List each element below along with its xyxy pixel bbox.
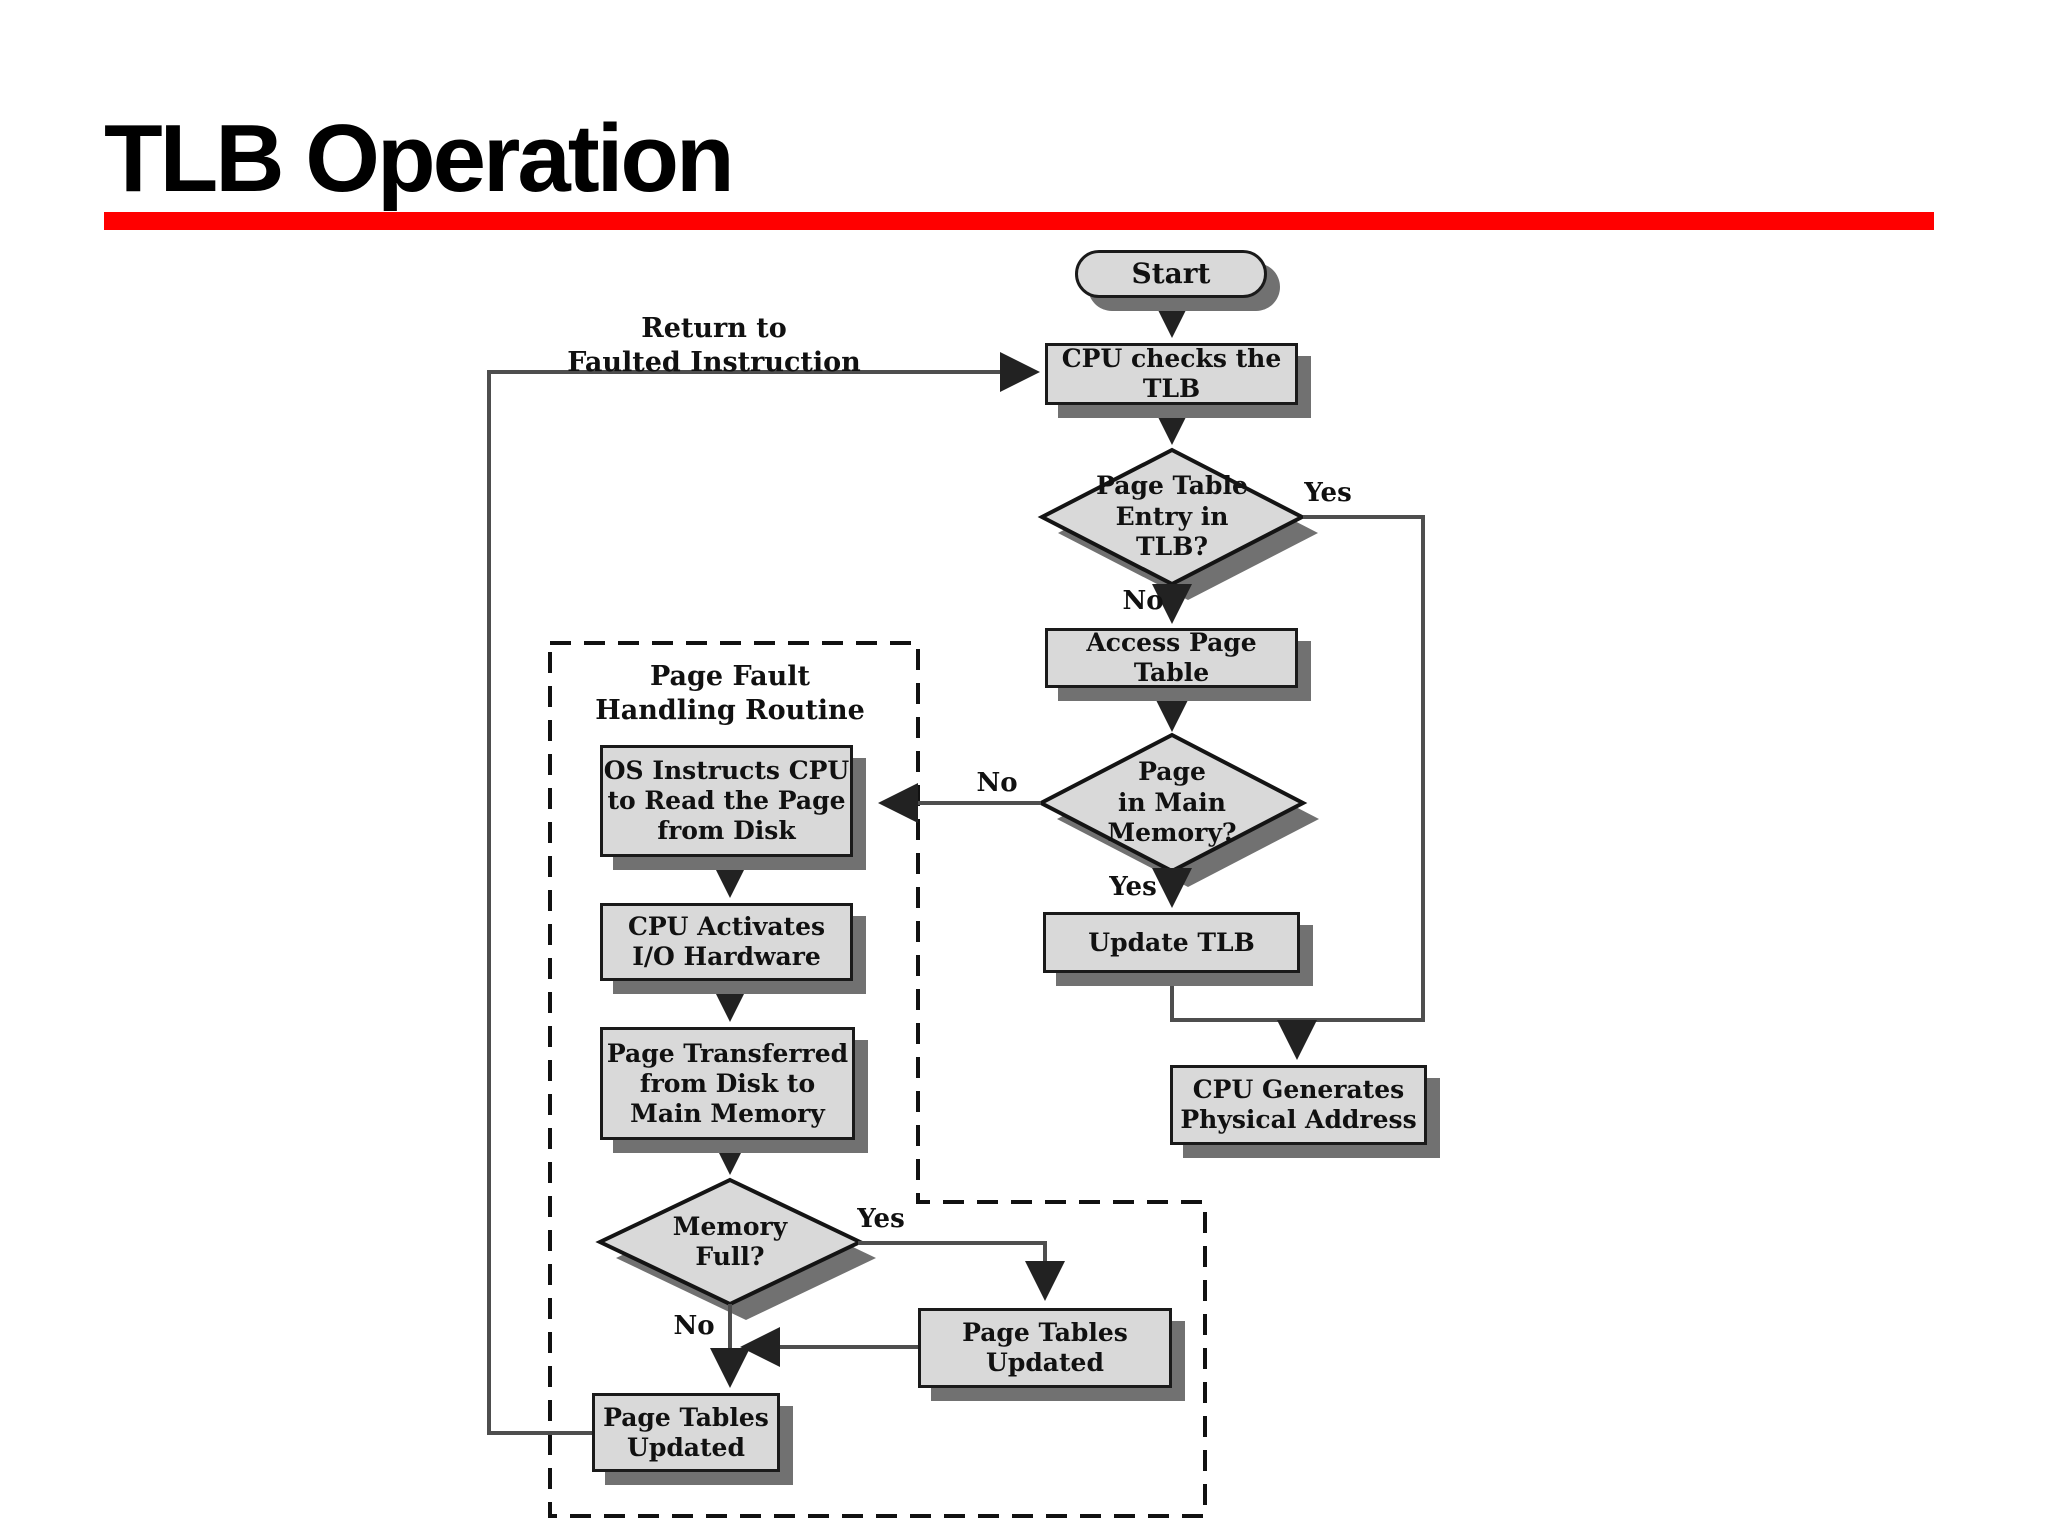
node-label: Update TLB	[1088, 927, 1255, 957]
diamond-label-memory-full: Memory Full?	[630, 1206, 830, 1278]
page-title: TLB Operation	[104, 105, 735, 212]
connector-full-yes	[858, 1241, 1065, 1301]
branch-no-memory-full: No	[673, 1311, 715, 1341]
caption-return-to-faulted-instruction: Return to Faulted Instruction	[564, 312, 864, 380]
node-cpu-activates-io: CPU Activates I/O Hardware	[600, 903, 853, 981]
branch-yes-tlb: Yes	[1304, 478, 1352, 508]
node-label: Updated	[627, 1432, 745, 1462]
diamond-label-line: Memory	[672, 1211, 788, 1241]
diamond-label-page-in-main-memory: Page in Main Memory?	[1072, 753, 1272, 853]
node-os-instructs-cpu: OS Instructs CPU to Read the Page from D…	[600, 745, 853, 857]
caption-line: Return to	[641, 313, 787, 344]
node-label: OS Instructs CPU	[603, 756, 850, 785]
node-label: Main Memory	[630, 1098, 825, 1128]
node-label: to Read the Page	[607, 786, 846, 815]
caption-page-fault-handling-routine: Page Fault Handling Routine	[580, 660, 880, 728]
node-cpu-generates-physical-address: CPU Generates Physical Address	[1170, 1065, 1427, 1145]
node-label: from Disk	[657, 816, 796, 845]
caption-line: Handling Routine	[595, 694, 865, 726]
node-label: Physical Address	[1180, 1105, 1417, 1134]
caption-line: Faulted Instruction	[567, 346, 861, 378]
branch-no-tlb: No	[1122, 586, 1164, 616]
node-label: Page Tables	[603, 1402, 769, 1432]
title-rule	[104, 212, 1934, 230]
node-label: I/O Hardware	[632, 942, 821, 971]
node-page-transferred: Page Transferred from Disk to Main Memor…	[600, 1027, 855, 1140]
branch-no-main-memory: No	[976, 768, 1018, 798]
node-access-page-table: Access Page Table	[1045, 628, 1298, 688]
node-label: CPU Generates	[1192, 1075, 1405, 1104]
branch-yes-main-memory: Yes	[1109, 872, 1157, 902]
node-page-tables-updated-bottom: Page Tables Updated	[592, 1393, 780, 1472]
diamond-label-line: in Main	[1118, 787, 1226, 817]
node-label: CPU checks the TLB	[1061, 344, 1282, 403]
node-start-label: Start	[1131, 257, 1211, 291]
node-cpu-checks-tlb: CPU checks the TLB	[1045, 343, 1298, 405]
node-label: Page Tables	[962, 1318, 1128, 1347]
node-update-tlb: Update TLB	[1043, 912, 1300, 973]
node-page-tables-updated-right: Page Tables Updated	[918, 1308, 1172, 1388]
diamond-label-line: Page	[1138, 757, 1206, 787]
diamond-label-page-table-entry: Page Table Entry in TLB?	[1072, 467, 1272, 567]
node-label: Updated	[986, 1348, 1104, 1377]
branch-yes-memory-full: Yes	[857, 1204, 905, 1234]
node-label: from Disk to	[639, 1068, 816, 1098]
node-label: CPU Activates	[627, 912, 826, 941]
diamond-label-line: Page Table	[1096, 471, 1248, 501]
node-label: Access Page Table	[1086, 628, 1257, 687]
diamond-label-line: Full?	[695, 1242, 765, 1271]
node-label: Page Transferred	[606, 1038, 849, 1068]
caption-line: Page Fault	[649, 661, 811, 692]
diamond-label-line: Memory?	[1107, 818, 1237, 848]
node-start: Start	[1075, 250, 1267, 298]
diamond-label-line: Entry in	[1115, 501, 1229, 531]
diamond-label-line: TLB?	[1136, 532, 1208, 562]
